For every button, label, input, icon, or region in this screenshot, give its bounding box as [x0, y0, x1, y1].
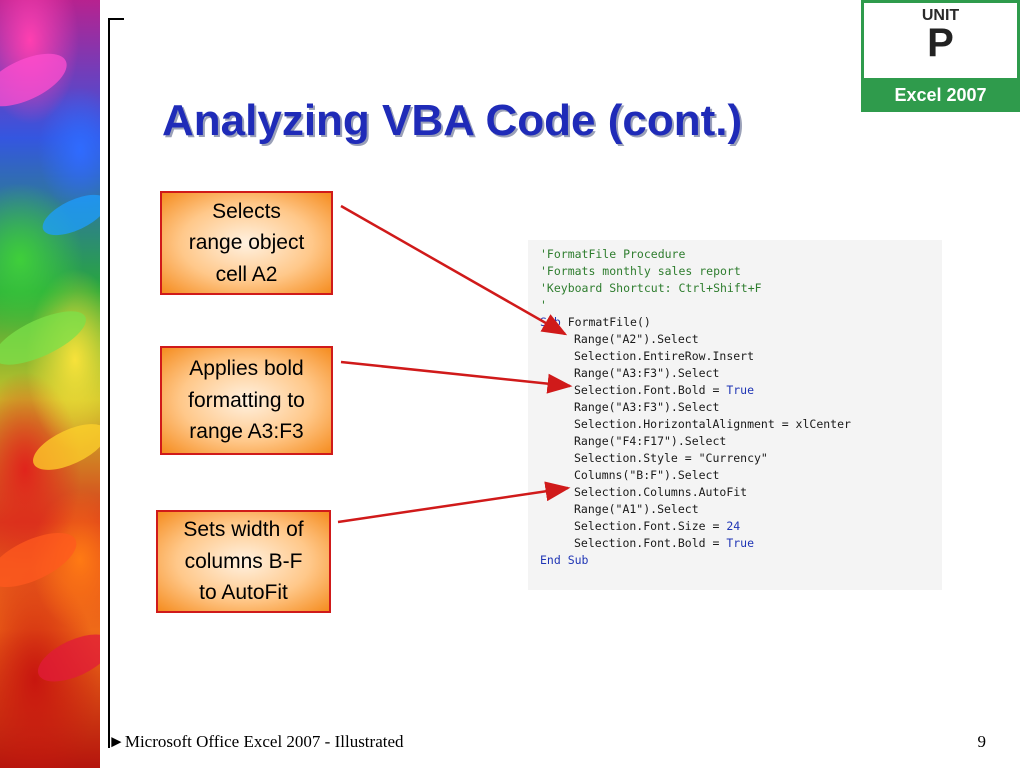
code-token: True [726, 536, 755, 550]
unit-label: UNIT [921, 7, 960, 24]
code-token: ' [540, 298, 547, 312]
footer-bullet-icon: ► [108, 732, 125, 751]
code-token: End Sub [540, 553, 589, 567]
callout-bold-formatting: Applies bold formatting to range A3:F3 [160, 346, 333, 455]
code-line: Selection.Font.Bold = True [574, 535, 754, 552]
code-line: Selection.Style = "Currency" [574, 450, 768, 467]
unit-badge: UNIT P Excel 2007 [861, 0, 1020, 112]
corner-bracket-vertical [108, 18, 110, 748]
code-line: Range("F4:F17").Select [574, 433, 726, 450]
code-token: 'FormatFile Procedure [540, 247, 686, 261]
code-token: Selection.Font.Bold = [574, 536, 727, 550]
code-line: Selection.Font.Bold = True [574, 382, 754, 399]
code-token: 'Formats monthly sales report [540, 264, 741, 278]
footer-text: Microsoft Office Excel 2007 - Illustrate… [124, 732, 404, 751]
code-token: FormatFile() [560, 315, 651, 329]
code-line: ' [540, 297, 547, 314]
code-token: Range("A1").Select [574, 502, 699, 516]
code-line: 'Keyboard Shortcut: Ctrl+Shift+F [540, 280, 762, 297]
code-token: 24 [726, 519, 741, 533]
code-line: Selection.EntireRow.Insert [574, 348, 754, 365]
code-line: Selection.Columns.AutoFit [574, 484, 747, 501]
code-line: Range("A3:F3").Select [574, 399, 719, 416]
code-line: Selection.HorizontalAlignment = xlCenter [574, 416, 851, 433]
code-token: True [726, 383, 755, 397]
code-token: Range("A3:F3").Select [574, 400, 720, 414]
footer: ►Microsoft Office Excel 2007 - Illustrat… [108, 732, 404, 752]
code-token: Range("A3:F3").Select [574, 366, 720, 380]
callout-text: Selects range object cell A2 [188, 199, 305, 286]
callout-select-range: Selects range object cell A2 [160, 191, 333, 295]
slide-title: Analyzing VBA Code (cont.) [162, 96, 743, 145]
code-token: Selection.EntireRow.Insert [574, 349, 755, 363]
corner-bracket-horizontal [108, 18, 124, 20]
product-label: Excel 2007 [861, 78, 1020, 112]
code-token: Selection.Font.Size = [574, 519, 727, 533]
code-line: Columns("B:F").Select [574, 467, 719, 484]
code-line: End Sub [540, 552, 588, 569]
vba-code-panel: 'FormatFile Procedure 'Formats monthly sa… [528, 240, 942, 590]
code-token: Sub [540, 315, 561, 329]
code-line: Range("A3:F3").Select [574, 365, 719, 382]
decorative-painting-strip [0, 0, 100, 768]
code-line: Range("A1").Select [574, 501, 699, 518]
code-token: Selection.Columns.AutoFit [574, 485, 748, 499]
callout-autofit: Sets width of columns B-F to AutoFit [156, 510, 331, 613]
unit-letter: P [927, 21, 954, 65]
code-line: Selection.Font.Size = 24 [574, 518, 740, 535]
code-token: Selection.Style = "Currency" [574, 451, 768, 465]
callout-text: Applies bold formatting to range A3:F3 [188, 357, 305, 444]
callout-text: Sets width of columns B-F to AutoFit [183, 518, 304, 605]
code-token: Selection.HorizontalAlignment = xlCenter [574, 417, 851, 431]
code-token: Range("F4:F17").Select [574, 434, 727, 448]
code-token: Range("A2").Select [574, 332, 699, 346]
code-token: 'Keyboard Shortcut: Ctrl+Shift+F [540, 281, 762, 295]
code-line: Range("A2").Select [574, 331, 699, 348]
page-number: 9 [977, 732, 987, 751]
code-token: Selection.Font.Bold = [574, 383, 727, 397]
code-line: 'Formats monthly sales report [540, 263, 741, 280]
code-line: 'FormatFile Procedure [540, 246, 685, 263]
code-token: Columns("B:F").Select [574, 468, 720, 482]
code-line: Sub FormatFile() [540, 314, 651, 331]
